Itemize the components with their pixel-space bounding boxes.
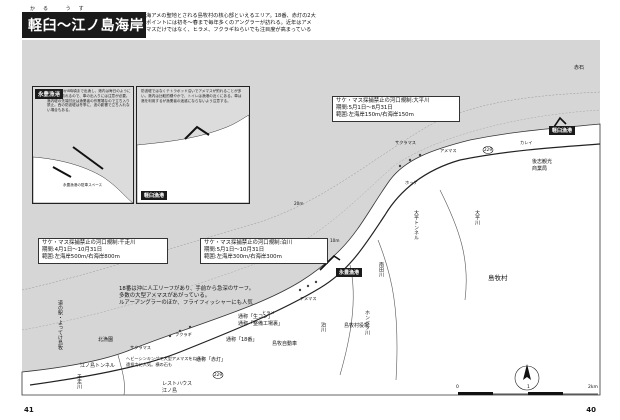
- route-label: 229: [484, 147, 492, 152]
- spot-label: 通称「赤灯」: [196, 357, 227, 363]
- callout-line: サケ・マス採捕禁止の河口規制:大平川: [336, 98, 430, 104]
- inset-map: [33, 87, 133, 203]
- fish-label: サクラマス: [395, 140, 416, 145]
- river-line: [439, 189, 467, 301]
- callout-line: 範囲:左海岸300m/右海岸300m: [204, 254, 282, 261]
- inset-map: [137, 87, 249, 203]
- inset-label: 軽臼漁港: [141, 191, 168, 200]
- breakwater: [319, 254, 341, 271]
- inset-eitoyo: 永豊漁港 平日は7時か8時頃まで出漁し、港内は毎日のように釣り人が訪れるので、車…: [32, 86, 134, 204]
- land-area: [21, 123, 601, 396]
- inset-label: 永豊漁港: [35, 89, 64, 99]
- callout-line: 18番は沖に人工リーフがあり、手前から急深のサーフ。: [119, 286, 255, 292]
- regulation-callout-kyusu: サケ・マス採捕禁止の河口規制:泊川 期間:5月1日〜10月31日 範囲:左海岸3…: [200, 238, 328, 264]
- area-description: 海アメの聖地とされる島牧村の核心部といえるエリア。18番、赤灯の2大ポイントには…: [146, 13, 316, 33]
- fish-label: フクラギ: [175, 332, 192, 337]
- inset-note: 平日は7時か8時頃まで出漁し、港内は毎日のように釣り人が訪れるので、車の出入りに…: [47, 89, 131, 113]
- title-ruby: かる うす: [30, 6, 92, 12]
- fish-label: アメマス: [440, 148, 457, 153]
- regulation-callout-ouzu: サケ・マス採捕禁止の河口規制:大平川 期間:5月1日〜8月31日 範囲:左海岸1…: [332, 96, 460, 122]
- river-label: 千走川: [76, 374, 82, 389]
- tunnel-label: 江ノ島トンネル: [80, 363, 115, 369]
- callout-line: 範囲:左海岸500m/右海岸800m: [42, 254, 120, 261]
- spot-label: 通称「生コン」: [238, 314, 274, 320]
- inset-detail: 永豊漁港の駐車スペース: [63, 183, 103, 187]
- hall-label: 島牧自動車: [272, 341, 298, 347]
- callout-line: 期間:5月1日〜8月31日: [336, 105, 393, 112]
- office-label: 島牧村役場: [344, 323, 370, 329]
- office-label: 後志観光 商業局: [532, 159, 553, 172]
- spot-note: ヘビーシンキングで大型アメマスをねらう 遠投力に人気。横の石も: [126, 356, 206, 367]
- place-label: 赤石: [574, 65, 585, 71]
- area-label: 北漁園: [98, 337, 114, 343]
- scale-bar: [458, 392, 598, 395]
- callout-line: 期間:4月1日〜10月31日: [42, 247, 103, 254]
- scale-label: 2km: [588, 385, 598, 390]
- spot-label: 通称「18番」: [226, 337, 258, 343]
- north-arrow-icon: [514, 364, 540, 391]
- spot-label: 通称「整備工場裏」: [238, 321, 284, 327]
- fish-label: カレイ: [520, 140, 533, 145]
- route-marker: [212, 146, 494, 379]
- scale-label: 1: [527, 385, 530, 390]
- reef-marks: [168, 153, 422, 338]
- harbor-label-eitoyo: 永豊漁港: [336, 268, 363, 277]
- regulation-callout-chitose: サケ・マス採捕禁止の河口規制:千走川 期間:4月1日〜10月31日 範囲:左海岸…: [38, 238, 168, 264]
- depth-line-10m: [21, 109, 601, 331]
- fish-label: ホッケ: [405, 180, 418, 185]
- inn-label: レストハウス 江ノ島: [162, 381, 193, 394]
- fish-label: サクラマス: [130, 345, 151, 350]
- page-number-right: 40: [586, 406, 596, 414]
- callout-line: ルアーアングラーのほか、フライフィッシャーにも人気: [119, 300, 253, 307]
- road-station-label: 道の駅・よってけ島牧: [57, 300, 63, 350]
- spot-note-18: 18番は沖に人工リーフがあり、手前から急深のサーフ。 多数の大型アメマスがあがっ…: [116, 285, 262, 309]
- callout-line: サケ・マス採捕禁止の河口規制:泊川: [204, 240, 293, 246]
- callout-line: 範囲:左海岸150m/右海岸150m: [336, 112, 414, 119]
- river-line: [117, 354, 125, 396]
- village-label: 島牧村: [488, 274, 508, 282]
- inset-karuusu: 防波堤ではなくテトラポッド沿いでアメマスが釣れることが多い。港内は比較的穏やかで…: [136, 86, 250, 204]
- river-label: 大平川: [474, 210, 480, 225]
- page-title: 軽臼〜江ノ島海岸: [22, 12, 146, 38]
- harbor-label-karuusu: 軽臼漁港: [549, 126, 576, 135]
- callout-line: サケ・マス採捕禁止の河口規制:千走川: [42, 240, 136, 246]
- fish-label: アメマス: [300, 296, 317, 301]
- fish-label: ヒラメ: [262, 310, 275, 315]
- depth-label: 20m: [294, 201, 304, 206]
- route-label: 229: [214, 372, 222, 377]
- inset-note: 防波堤ではなくテトラポッド沿いでアメマスが釣れることが多い。港内は比較的穏やかで…: [141, 89, 242, 103]
- tunnel-label: 大平トンネル: [413, 210, 419, 240]
- river-label: 泊川: [320, 322, 326, 332]
- page-number-left: 41: [24, 406, 34, 414]
- depth-label: 10m: [330, 238, 340, 243]
- callout-line: 多数の大型アメマスがあがっている。: [119, 293, 211, 300]
- river-label: 南田川: [378, 262, 384, 277]
- river-line: [377, 239, 398, 381]
- scale-label: 0: [456, 385, 459, 390]
- river-label: ホンベツ川: [364, 310, 370, 335]
- callout-line: 期間:5月1日〜10月31日: [204, 247, 265, 254]
